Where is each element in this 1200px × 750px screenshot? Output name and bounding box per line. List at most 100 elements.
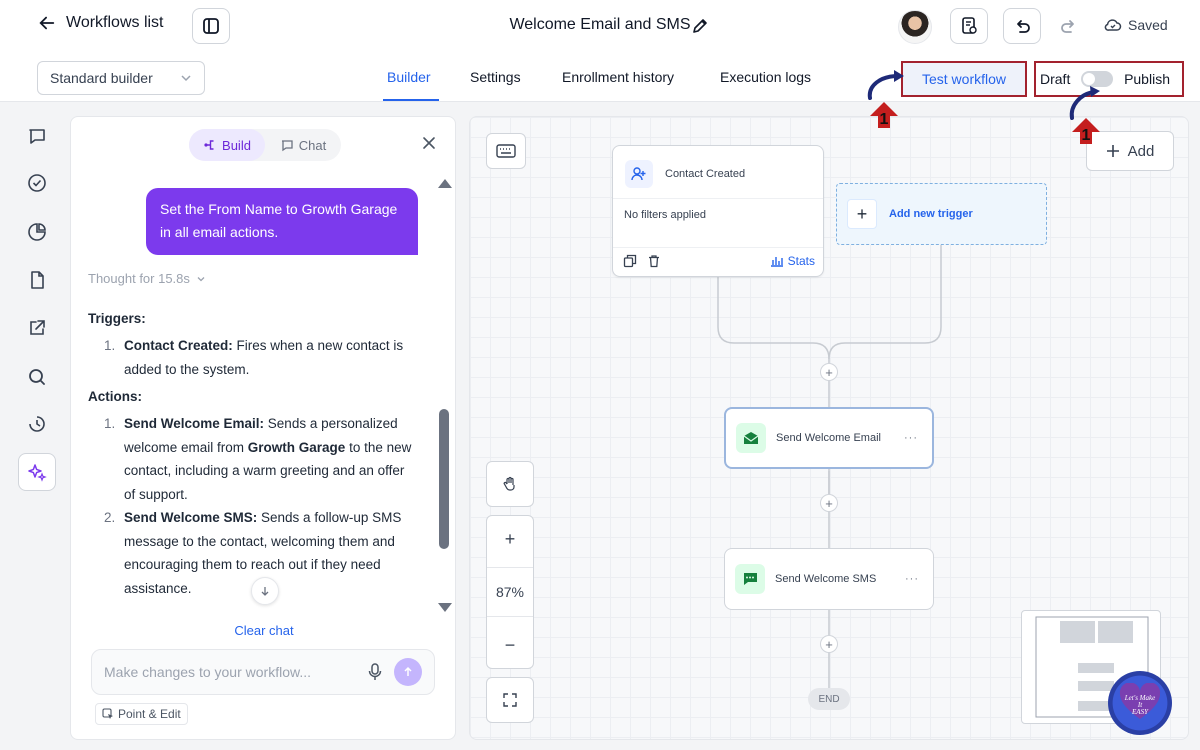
sidebar-panel-icon [203, 18, 219, 34]
trigger-card[interactable]: Contact Created No filters applied Stats [612, 145, 824, 277]
nav-history-icon[interactable] [24, 411, 50, 437]
scrollbar-thumb[interactable] [439, 409, 449, 549]
point-edit-button[interactable]: Point & Edit [95, 703, 188, 725]
email-icon [736, 423, 766, 453]
trigger-header: Contact Created [625, 160, 745, 188]
insert-step-plus-icon[interactable]: + [820, 494, 838, 512]
scroll-down-arrow-icon[interactable] [438, 603, 452, 612]
workflow-branch-icon [204, 140, 214, 150]
check-circle-icon [28, 174, 46, 192]
add-button[interactable]: Add [1086, 131, 1174, 171]
add-label: Add [1127, 142, 1155, 160]
chat-scrollbar[interactable] [437, 179, 452, 612]
annotation-arrow-test-workflow: 1 [867, 70, 904, 128]
close-icon[interactable] [421, 135, 437, 151]
arrow-up-icon [404, 666, 412, 676]
workflow-canvas[interactable]: Add Contact Created No filters applied S… [469, 116, 1189, 740]
fit-to-screen-button[interactable] [486, 677, 534, 723]
external-link-icon [30, 320, 45, 335]
add-new-trigger-button[interactable]: + Add new trigger [836, 183, 1047, 245]
tab-builder[interactable]: Builder [387, 69, 431, 85]
scroll-up-arrow-icon[interactable] [438, 179, 452, 188]
back-label: Workflows list [66, 14, 164, 31]
document-icon [31, 271, 44, 289]
keyboard-shortcuts-button[interactable] [486, 133, 526, 169]
trigger-footer: Stats [623, 254, 815, 268]
nav-tasks-icon[interactable] [24, 170, 50, 196]
tab-build[interactable]: Build [189, 129, 265, 161]
publish-toggle-group: Draft Publish [1034, 61, 1184, 97]
list-item: 2.Send Welcome SMS: Sends a follow-up SM… [104, 510, 402, 596]
saved-label: Saved [1128, 17, 1168, 33]
action-card-send-welcome-sms[interactable]: Send Welcome SMS ··· [724, 548, 934, 610]
arrow-down-icon [261, 587, 269, 596]
zoom-controls: + 87% − [486, 515, 534, 669]
test-workflow-button[interactable]: Test workflow [901, 61, 1027, 97]
undo-icon [1017, 20, 1030, 33]
expand-icon [503, 693, 517, 707]
user-avatar[interactable] [898, 10, 932, 44]
actions-heading: Actions: [88, 389, 142, 404]
thought-label: Thought for 15.8s [88, 271, 190, 286]
tab-chat-label: Chat [298, 137, 327, 153]
plus-icon: + [847, 199, 877, 229]
nav-reports-icon[interactable] [24, 219, 50, 245]
more-options-icon[interactable]: ··· [904, 432, 918, 444]
tab-settings[interactable]: Settings [470, 69, 521, 85]
hand-icon [503, 476, 515, 491]
sms-icon [735, 564, 765, 594]
zoom-out-button[interactable]: − [504, 634, 516, 655]
user-message-bubble: Set the From Name to Growth Garage in al… [146, 188, 418, 255]
toggle-panel-button[interactable] [192, 8, 230, 44]
action-title: Send Welcome SMS [775, 573, 877, 585]
chat-icon [281, 140, 293, 152]
triggers-heading: Triggers: [88, 311, 146, 326]
scroll-to-bottom-button[interactable] [251, 577, 279, 605]
trash-icon[interactable] [647, 254, 661, 268]
action-card-send-welcome-email[interactable]: Send Welcome Email ··· [724, 407, 934, 469]
undo-button[interactable] [1003, 8, 1041, 44]
pencil-icon[interactable] [690, 16, 710, 36]
annotation-arrow-publish: 1 [1069, 86, 1100, 144]
ai-chat-panel: Build Chat Set the From Name to Growth G… [70, 116, 456, 740]
tab-build-label: Build [222, 137, 251, 153]
thought-toggle[interactable]: Thought for 15.8s [88, 271, 206, 286]
clear-chat-link[interactable]: Clear chat [234, 623, 294, 638]
nav-search-icon[interactable] [24, 364, 50, 390]
send-button[interactable] [394, 658, 422, 686]
publish-toggle[interactable] [1081, 71, 1114, 87]
pie-chart-icon [28, 223, 46, 241]
nav-ai-builder-icon[interactable] [18, 453, 56, 491]
publish-label: Publish [1124, 71, 1170, 87]
tab-enrollment-history[interactable]: Enrollment history [562, 69, 675, 85]
pan-mode-button[interactable] [486, 461, 534, 507]
chat-input[interactable]: Make changes to your workflow... [91, 649, 435, 695]
stats-link[interactable]: Stats [770, 254, 815, 268]
more-options-icon[interactable]: ··· [905, 573, 919, 585]
insert-step-plus-icon[interactable]: + [820, 635, 838, 653]
tab-execution-logs[interactable]: Execution logs [720, 69, 812, 85]
trigger-filters: No filters applied [613, 198, 823, 248]
keyboard-icon [496, 144, 516, 158]
builder-mode-select[interactable]: Standard builder [37, 61, 205, 95]
zoom-in-button[interactable]: + [504, 528, 516, 549]
svg-text:EASY: EASY [1131, 708, 1149, 716]
svg-text:It: It [1137, 701, 1143, 709]
workflow-title[interactable]: Welcome Email and SMS [509, 16, 691, 33]
back-to-workflows-link[interactable]: Workflows list [38, 14, 164, 32]
tab-chat[interactable]: Chat [265, 129, 341, 161]
microphone-icon[interactable] [368, 663, 382, 681]
svg-text:Let's Make: Let's Make [1124, 694, 1155, 702]
copy-icon[interactable] [623, 254, 637, 268]
chat-mode-tabs: Build Chat [189, 129, 341, 161]
redo-button[interactable] [1050, 8, 1088, 44]
insert-step-plus-icon[interactable]: + [820, 363, 838, 381]
svg-text:1: 1 [880, 111, 889, 128]
builder-mode-value: Standard builder [50, 70, 153, 86]
draft-label: Draft [1040, 71, 1071, 87]
nav-documents-icon[interactable] [24, 267, 50, 293]
top-bar: Workflows list Welcome Email and SMS Sav… [0, 0, 1200, 52]
workflow-notes-button[interactable] [950, 8, 988, 44]
nav-external-icon[interactable] [24, 315, 50, 341]
nav-chat-icon[interactable] [24, 123, 50, 149]
